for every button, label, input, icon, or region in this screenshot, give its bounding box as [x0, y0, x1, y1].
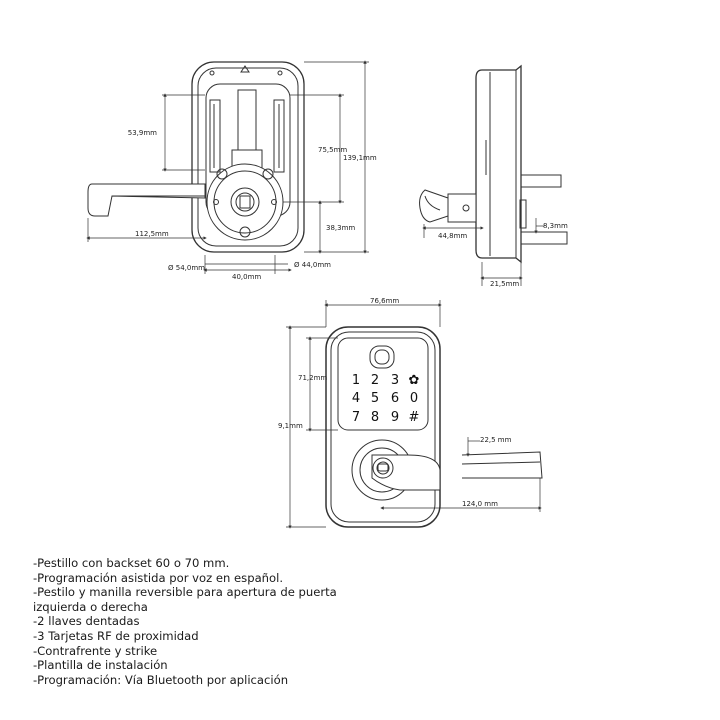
front-body-inner [330, 331, 436, 523]
back-plate-inner [197, 67, 299, 247]
dim-9-1: 9,1mm [278, 422, 303, 430]
screw-hole [239, 226, 251, 238]
latch-housing [519, 199, 527, 229]
dim-76-6: 76,6mm [370, 297, 399, 305]
key-0[interactable]: 0 [410, 391, 418, 406]
dim-21-5: 21,5mm [490, 280, 519, 288]
screw-hole [216, 168, 228, 180]
key-9[interactable]: 9 [391, 410, 399, 425]
screw-hole [262, 168, 274, 180]
dim-8-3: 8,3mm [543, 222, 568, 230]
key-5[interactable]: 5 [371, 391, 379, 406]
dim-44-8: 44,8mm [438, 232, 467, 240]
dim-53-9: 53,9mm [128, 129, 157, 137]
spindle-shaft [520, 231, 568, 245]
dim-139-1: 139,1mm [343, 154, 377, 162]
dim-44-0: Ø 44,0mm [294, 261, 331, 269]
key-6[interactable]: 6 [391, 391, 399, 406]
feature-item: -Pestilo y manilla reversible para apert… [33, 585, 337, 614]
screw-hole [277, 70, 283, 76]
key-8[interactable]: 8 [371, 410, 379, 425]
dim-54-0: Ø 54,0mm [168, 264, 205, 272]
spindle-ring [230, 187, 260, 217]
side-handle [419, 189, 449, 223]
slot [273, 99, 285, 173]
screw-hole [209, 70, 215, 76]
keypad-panel [337, 337, 429, 431]
front-view-dimensions [286, 300, 542, 529]
slot [209, 99, 221, 173]
side-view [419, 64, 568, 264]
keypad: 1 2 3 ✿ 4 5 6 0 7 8 9 # [352, 373, 420, 425]
feature-item: -Programación asistida por voz en españo… [33, 570, 284, 585]
key-1[interactable]: 1 [352, 373, 360, 388]
dim-71-2: 71,2mm [298, 374, 327, 382]
fingerprint-sensor-icon [369, 345, 395, 369]
back-view-dimensions [86, 60, 369, 274]
back-view [87, 61, 305, 253]
key-hash[interactable]: # [409, 410, 420, 425]
feature-item: -Plantilla de instalación [33, 658, 168, 673]
key-4[interactable]: 4 [352, 391, 360, 406]
dim-40-0: 40,0mm [232, 273, 261, 281]
dim-124-0: 124,0 mm [462, 500, 498, 508]
spindle [235, 192, 255, 212]
dim-22-5: 22,5 mm [480, 436, 512, 444]
front-view [325, 326, 543, 528]
dim-75-5: 75,5mm [318, 146, 347, 154]
key-cylinder-icon [376, 461, 390, 475]
dim-112-5: 112,5mm [135, 230, 169, 238]
back-handle [87, 183, 206, 217]
feature-item: -Pestillo con backset 60 o 70 mm. [33, 556, 230, 570]
feature-item: -3 Tarjetas RF de proximidad [33, 628, 199, 643]
side-body [475, 64, 522, 264]
front-handle [461, 451, 543, 479]
features-list: -Pestillo con backset 60 o 70 mm. -Progr… [33, 556, 363, 687]
key-7[interactable]: 7 [352, 410, 360, 425]
side-view-dimensions [422, 218, 544, 286]
feature-item: -Programación: Vía Bluetooth por aplicac… [33, 672, 289, 687]
key-3[interactable]: 3 [391, 373, 399, 388]
side-handle-base [447, 193, 477, 223]
feature-item: -Contrafrente y strike [33, 643, 158, 658]
feature-item: -2 llaves dentadas [33, 614, 140, 629]
arrow-up-icon [240, 65, 250, 73]
latch-bolt [520, 174, 562, 188]
dim-38-3: 38,3mm [326, 224, 355, 232]
key-2[interactable]: 2 [371, 373, 379, 388]
key-bell-icon[interactable]: ✿ [409, 373, 420, 388]
